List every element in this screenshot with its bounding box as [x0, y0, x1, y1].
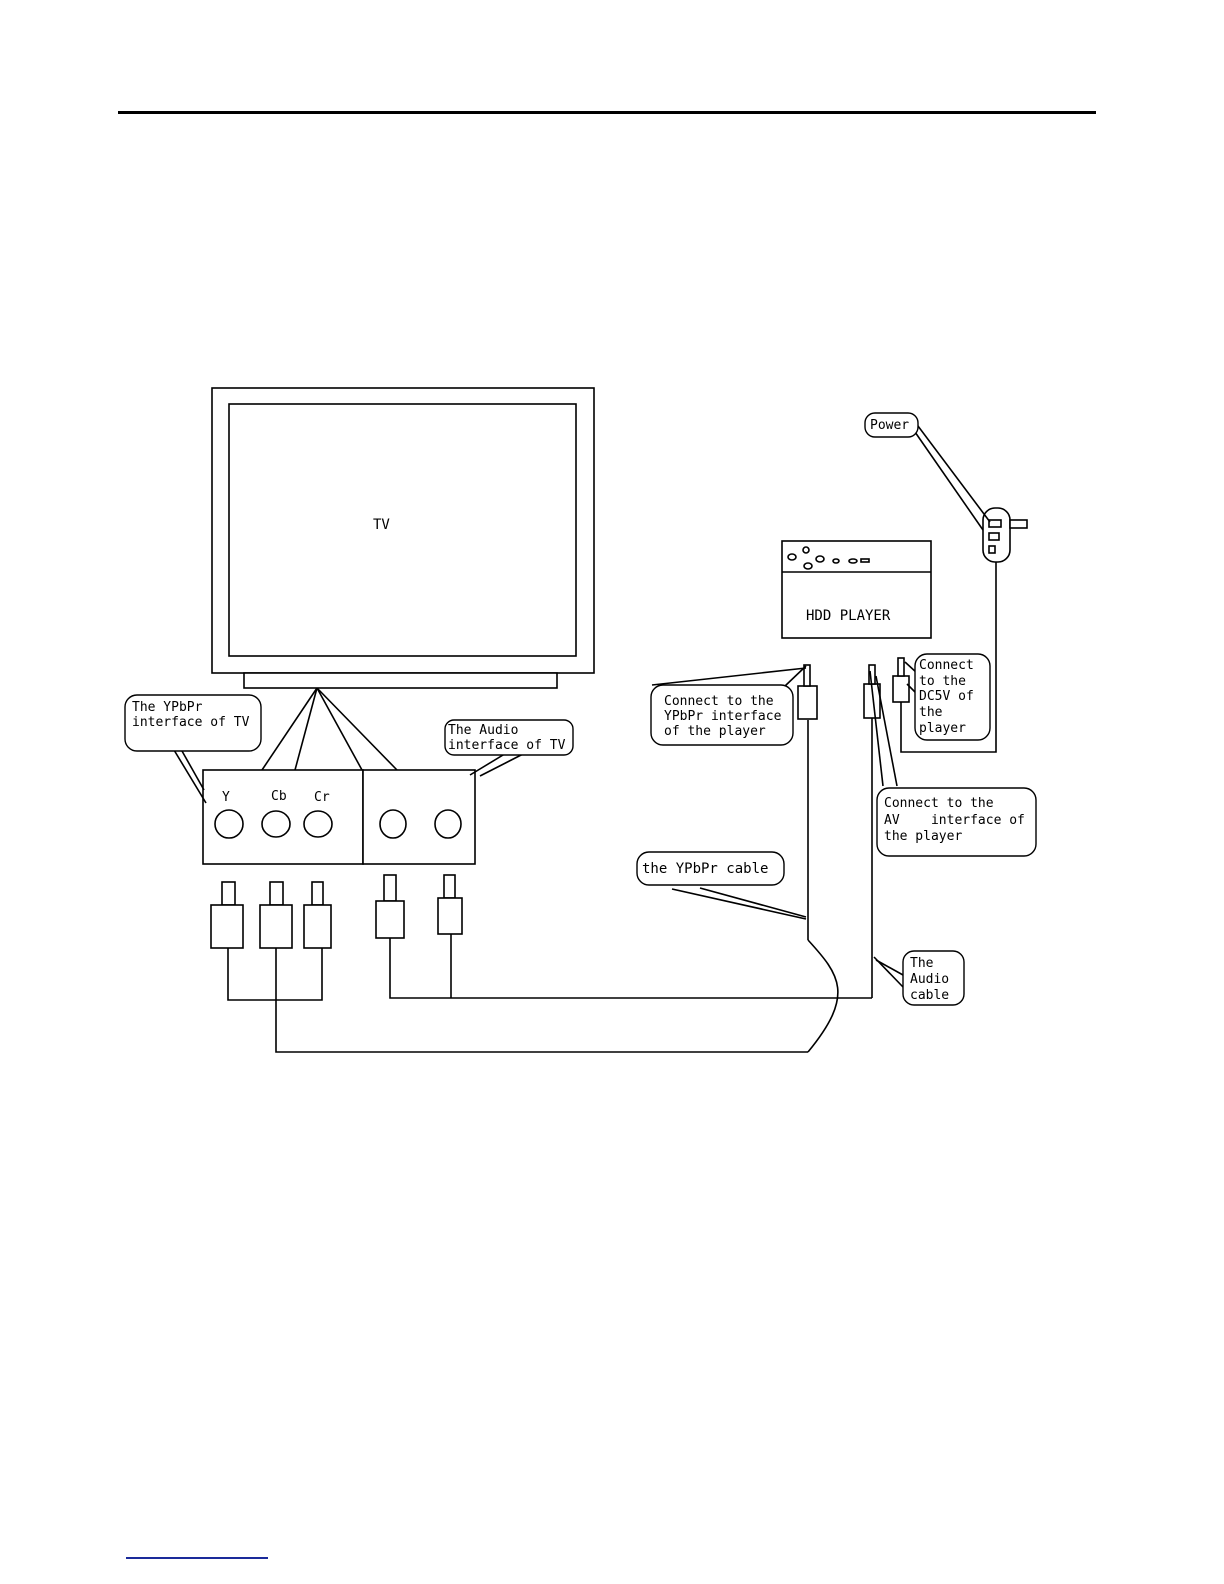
- ypbpr-player-plug: [798, 686, 817, 719]
- svg-text:player: player: [919, 721, 966, 736]
- player-button-icon: [804, 563, 812, 569]
- cb-label: Cb: [271, 789, 287, 804]
- callout-power: Power: [865, 413, 918, 437]
- callout-ypbpr-player: Connect to the YPbPr interface of the pl…: [651, 685, 793, 745]
- tv-unit: TV: [212, 388, 594, 688]
- svg-text:The Audio: The Audio: [448, 723, 518, 738]
- callout-av-player: Connect to the AV interface of the playe…: [877, 788, 1036, 856]
- audio-plugs: [376, 875, 872, 998]
- svg-text:DC5V of: DC5V of: [919, 689, 974, 704]
- svg-text:AV interface of: AV interface of: [884, 813, 1025, 828]
- ypbpr-cable: [798, 665, 838, 1052]
- player-button-icon: [833, 559, 839, 563]
- svg-text:Connect to the: Connect to the: [884, 796, 994, 811]
- svg-text:Audio: Audio: [910, 972, 949, 987]
- player-button-icon: [816, 556, 824, 562]
- callout-ypbpr-cable: the YPbPr cable: [637, 852, 784, 885]
- svg-text:the player: the player: [884, 829, 962, 844]
- svg-text:interface of TV: interface of TV: [448, 738, 566, 753]
- tv-label: TV: [373, 517, 390, 533]
- callout-audio-cable: The Audio cable: [903, 951, 964, 1005]
- player-button-icon: [861, 559, 869, 562]
- svg-text:interface of TV: interface of TV: [132, 715, 250, 730]
- svg-text:Power: Power: [870, 418, 909, 433]
- svg-text:cable: cable: [910, 988, 949, 1003]
- svg-text:YPbPr interface: YPbPr interface: [664, 709, 782, 724]
- y-label: Y: [222, 790, 230, 805]
- cb-jack: [262, 811, 290, 837]
- player-button-icon: [803, 547, 809, 553]
- svg-text:The YPbPr: The YPbPr: [132, 700, 203, 715]
- svg-text:Connect: Connect: [919, 658, 974, 673]
- svg-text:Connect to the: Connect to the: [664, 694, 774, 709]
- audio-right-jack: [435, 810, 461, 838]
- power-adapter: [983, 508, 1027, 562]
- callout-ypbpr-tv: The YPbPr interface of TV: [125, 695, 261, 751]
- adapter-prong: [1010, 520, 1027, 528]
- svg-text:to the: to the: [919, 674, 966, 689]
- tv-interface-panel: Y Cb Cr: [203, 770, 475, 864]
- callout-dc5v: Connect to the DC5V of the player: [915, 654, 990, 740]
- player-button-icon: [788, 554, 796, 560]
- footer-rule: [126, 1557, 268, 1559]
- svg-text:the: the: [919, 705, 943, 720]
- ypbpr-plugs: [211, 882, 808, 1052]
- player-label: HDD PLAYER: [806, 608, 891, 624]
- audio-left-jack: [380, 810, 406, 838]
- svg-text:of the player: of the player: [664, 724, 766, 739]
- tv-base: [244, 673, 557, 688]
- tv-screen: [229, 404, 576, 656]
- player-button-icon: [849, 559, 857, 563]
- dc5v-plug: [893, 676, 909, 702]
- svg-text:The: The: [910, 956, 934, 971]
- svg-text:the YPbPr cable: the YPbPr cable: [642, 861, 768, 877]
- callout-audio-tv: The Audio interface of TV: [445, 720, 573, 755]
- cr-label: Cr: [314, 790, 330, 805]
- hdd-player: HDD PLAYER: [782, 541, 931, 638]
- cr-jack: [304, 811, 332, 837]
- tv-interface-leaders: [262, 688, 397, 770]
- y-jack: [215, 810, 243, 838]
